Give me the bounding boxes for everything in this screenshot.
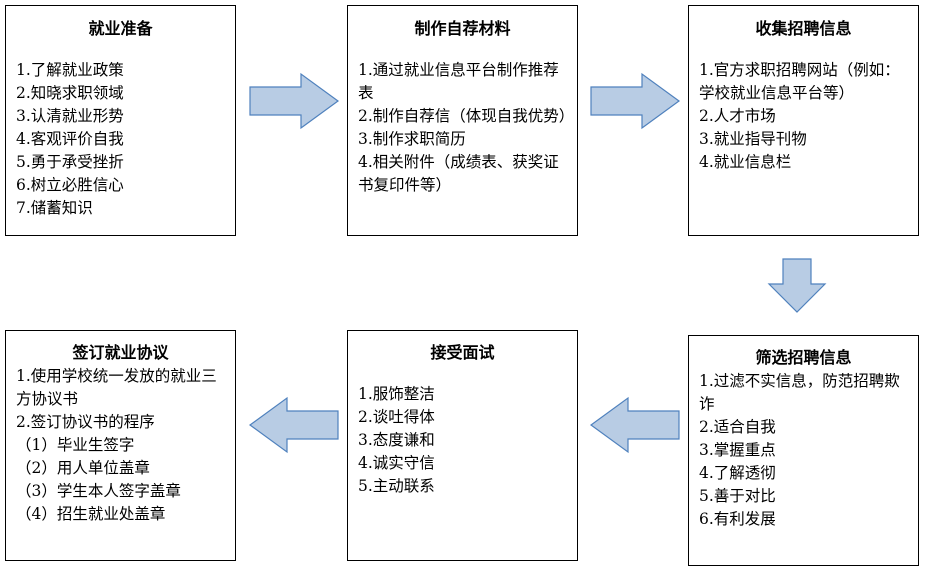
arrow-right-icon	[590, 72, 681, 130]
step-title-filter: 筛选招聘信息	[755, 348, 852, 367]
list-item: 5.善于对比	[699, 487, 776, 505]
list-item: 7.储蓄知识	[16, 199, 93, 217]
step-title-materials: 制作自荐材料	[414, 19, 511, 38]
list-item: （1）毕业生签字	[16, 436, 135, 454]
list-item: 4.了解透彻	[699, 464, 776, 482]
arrow-shape	[589, 396, 680, 454]
list-item: （2）用人单位盖章	[16, 459, 150, 477]
list-item: 4.就业信息栏	[699, 153, 792, 171]
list-item: 2.制作自荐信（体现自我优势）	[358, 107, 575, 125]
step-box-collect: 收集招聘信息 1.官方求职招聘网站（例如：学校就业信息平台等） 2.人才市场 3…	[688, 5, 919, 236]
list-item: 1.使用学校统一发放的就业三方协议书	[16, 367, 217, 408]
list-item: 3.就业指导刊物	[699, 130, 807, 148]
arrow-shape	[767, 258, 827, 313]
step-title-interview: 接受面试	[430, 343, 495, 362]
list-item: 4.诚实守信	[358, 454, 435, 472]
step-box-interview: 接受面试 1.服饰整洁 2.谈吐得体 3.态度谦和 4.诚实守信 5.主动联系	[347, 330, 578, 561]
list-item: 2.知晓求职领域	[16, 84, 124, 102]
step-title-sign: 签订就业协议	[72, 343, 169, 362]
list-item: 4.客观评价自我	[16, 130, 124, 148]
list-item: 1.服饰整洁	[358, 385, 435, 403]
step-list-prep: 1.了解就业政策 2.知晓求职领域 3.认清就业形势 4.客观评价自我 5.勇于…	[16, 59, 227, 220]
list-item: 3.掌握重点	[699, 441, 776, 459]
step-box-materials: 制作自荐材料 1.通过就业信息平台制作推荐表 2.制作自荐信（体现自我优势） 3…	[347, 5, 578, 236]
step-box-prep: 就业准备 1.了解就业政策 2.知晓求职领域 3.认清就业形势 4.客观评价自我…	[5, 5, 236, 236]
arrow-left-icon	[589, 396, 680, 454]
step-list-materials: 1.通过就业信息平台制作推荐表 2.制作自荐信（体现自我优势） 3.制作求职简历…	[358, 59, 575, 197]
step-title-prep: 就业准备	[88, 19, 153, 38]
list-item: （3）学生本人签字盖章	[16, 482, 181, 500]
step-box-sign: 签订就业协议 1.使用学校统一发放的就业三方协议书 2.签订协议书的程序 （1）…	[5, 330, 236, 561]
list-item: 2.适合自我	[699, 418, 776, 436]
arrow-left-icon	[248, 396, 339, 454]
list-item: 2.人才市场	[699, 107, 776, 125]
arrow-shape	[590, 72, 681, 130]
step-list-collect: 1.官方求职招聘网站（例如：学校就业信息平台等） 2.人才市场 3.就业指导刊物…	[699, 59, 910, 174]
step-list-interview: 1.服饰整洁 2.谈吐得体 3.态度谦和 4.诚实守信 5.主动联系	[358, 383, 569, 498]
step-title-collect: 收集招聘信息	[755, 19, 852, 38]
arrow-shape	[248, 396, 339, 454]
arrow-shape	[249, 72, 340, 130]
list-item: 1.官方求职招聘网站（例如：学校就业信息平台等）	[699, 61, 900, 102]
list-item: 5.主动联系	[358, 477, 435, 495]
arrow-right-icon	[249, 72, 340, 130]
list-item: 2.谈吐得体	[358, 408, 435, 426]
arrow-down-icon	[767, 258, 827, 313]
list-item: 3.制作求职简历	[358, 130, 466, 148]
list-item: 1.通过就业信息平台制作推荐表	[358, 61, 559, 102]
list-item: 3.态度谦和	[358, 431, 435, 449]
list-item: 4.相关附件（成绩表、获奖证书复印件等）	[358, 153, 559, 194]
list-item: 5.勇于承受挫折	[16, 153, 124, 171]
list-item: （4）招生就业处盖章	[16, 505, 166, 523]
list-item: 3.认清就业形势	[16, 107, 124, 125]
list-item: 1.了解就业政策	[16, 61, 124, 79]
step-list-sign: 1.使用学校统一发放的就业三方协议书 2.签订协议书的程序 （1）毕业生签字 （…	[16, 365, 227, 526]
list-item: 6.有利发展	[699, 510, 776, 528]
list-item: 6.树立必胜信心	[16, 176, 124, 194]
step-list-filter: 1.过滤不实信息，防范招聘欺诈 2.适合自我 3.掌握重点 4.了解透彻 5.善…	[699, 370, 910, 531]
step-box-filter: 筛选招聘信息 1.过滤不实信息，防范招聘欺诈 2.适合自我 3.掌握重点 4.了…	[688, 335, 919, 566]
list-item: 2.签订协议书的程序	[16, 413, 155, 431]
list-item: 1.过滤不实信息，防范招聘欺诈	[699, 372, 900, 413]
